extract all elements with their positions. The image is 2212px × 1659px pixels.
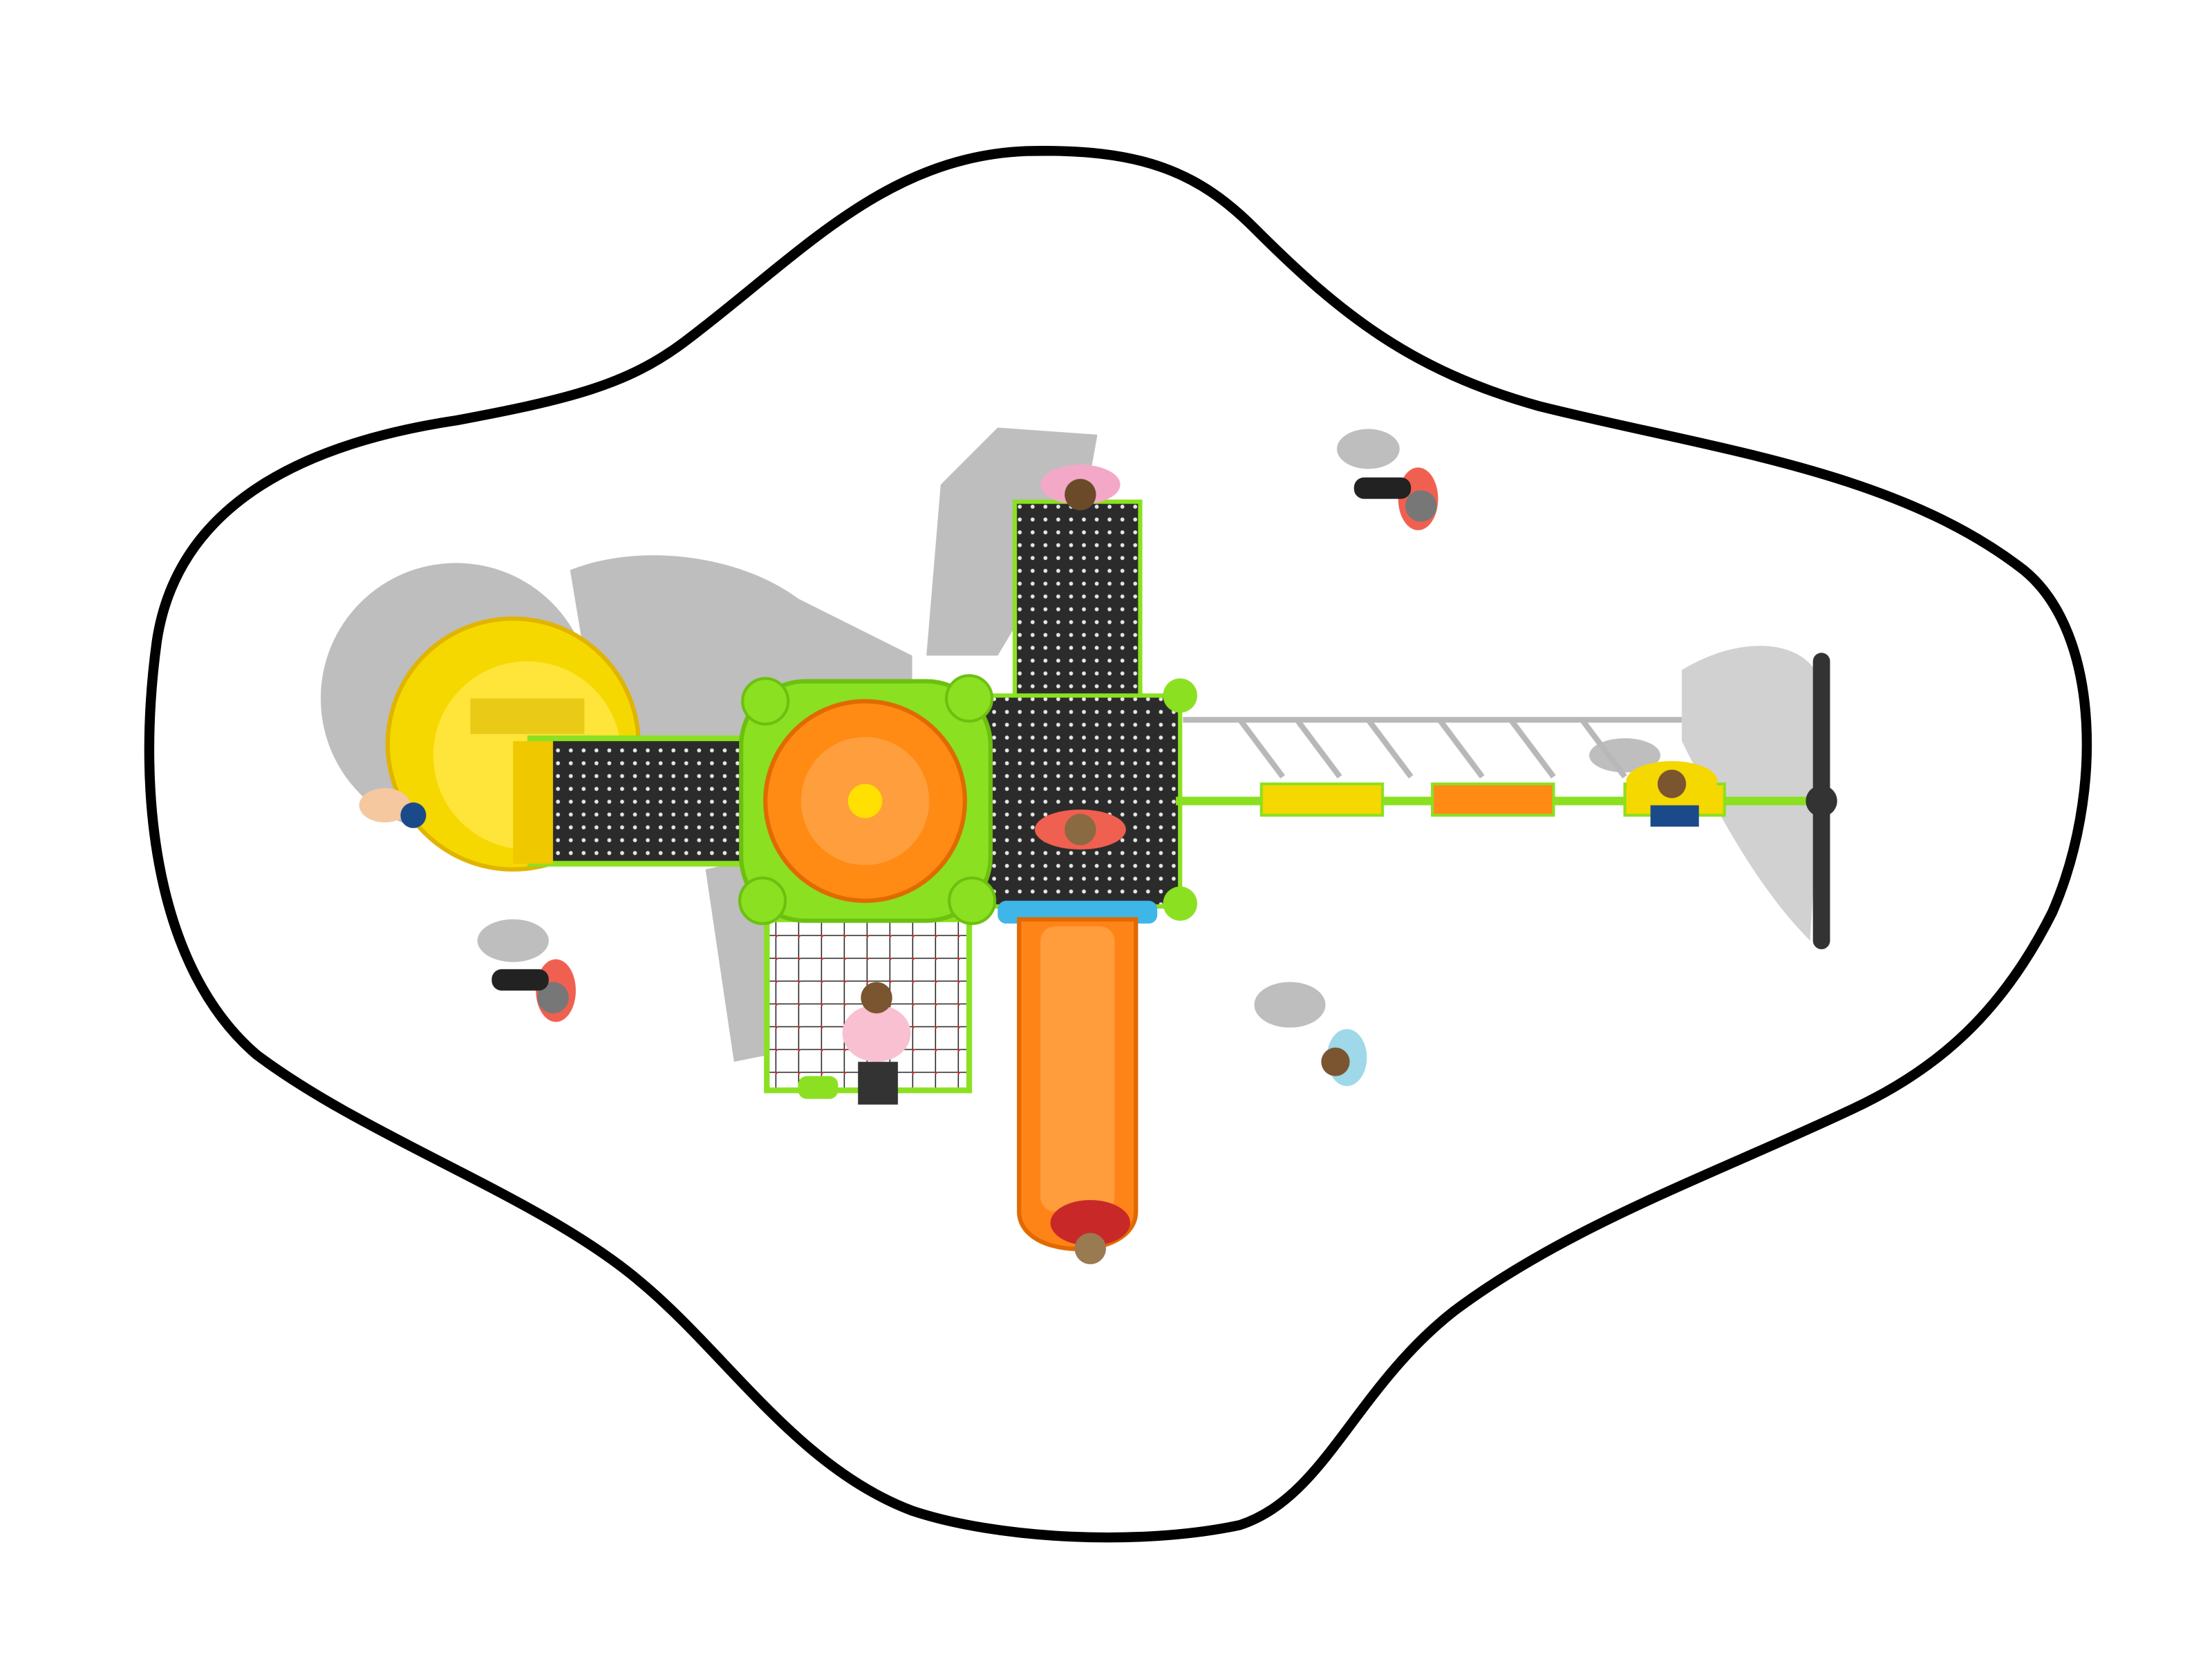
child-top-deck <box>1040 465 1121 511</box>
end-post <box>1806 653 1837 950</box>
tower-roof <box>738 674 997 926</box>
safety-zone-boundary <box>144 146 2092 1543</box>
deck-rail-yellow <box>513 741 553 864</box>
child-bottom-left <box>491 959 576 1022</box>
children <box>359 465 1718 1264</box>
center-deck <box>981 693 1183 909</box>
child-center-deck <box>1034 809 1126 850</box>
deck-post-caps <box>1163 678 1197 921</box>
child-bridge <box>1626 761 1718 827</box>
child-slide <box>1050 1200 1131 1264</box>
child-net <box>842 982 911 1105</box>
child-top-right <box>1353 467 1438 531</box>
straight-slide <box>1017 917 1138 1251</box>
bridge-shadow <box>1183 717 1682 779</box>
child-bottom-right <box>1321 1029 1367 1087</box>
child-tube-slide <box>359 788 427 828</box>
horizontal-bridge <box>1176 782 1817 817</box>
upper-deck <box>1012 499 1143 704</box>
left-deck <box>527 735 747 867</box>
